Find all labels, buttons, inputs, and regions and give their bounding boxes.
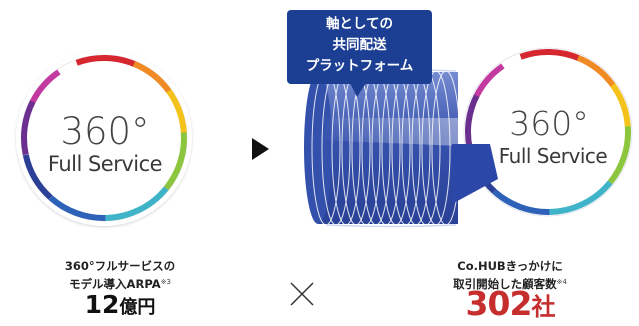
left-value-unit: 億円 <box>119 297 156 318</box>
left-caption-line-2: モデル導入ARPA※3 <box>35 274 205 292</box>
right-caption-line-2-text: 取引開始した顧客数 <box>453 277 557 291</box>
right-ring-graphic <box>452 44 636 220</box>
left-ring-title: 360° <box>60 110 150 153</box>
right-caption: Co.HUBきっかけに 取引開始した顧客数※4 <box>420 258 600 292</box>
callout-line-2: 共同配送 <box>332 37 387 53</box>
left-caption: 360°フルサービスの モデル導入ARPA※3 <box>35 258 205 292</box>
left-caption-note: ※3 <box>160 278 171 286</box>
right-caption-line-2: 取引開始した顧客数※4 <box>420 274 600 292</box>
stacked-rings-cylinder <box>304 68 461 228</box>
left-service-ring: 360° Full Service <box>0 18 210 238</box>
right-value-unit: 社 <box>531 293 555 321</box>
right-caption-line-1: Co.HUBきっかけに <box>457 259 563 273</box>
right-ring-subtitle: Full Service <box>498 144 608 168</box>
left-caption-line-1: 360°フルサービスの <box>64 259 176 273</box>
right-value-number: 302 <box>465 284 533 323</box>
left-ring-subtitle: Full Service <box>47 152 163 176</box>
right-value: 302社 <box>440 284 580 323</box>
platform-callout: 軸としての 共同配送 プラットフォーム <box>287 10 432 84</box>
play-arrow-icon <box>252 138 269 160</box>
callout-line-1: 軸としての <box>325 16 394 32</box>
left-value-number: 12 <box>84 290 120 319</box>
times-icon <box>290 282 314 306</box>
callout-tail <box>350 83 366 97</box>
left-ring-graphic <box>16 50 192 226</box>
right-ring-title: 360° <box>509 104 589 143</box>
left-value: 12億円 <box>60 290 180 319</box>
right-service-ring: 360° Full Service <box>452 34 639 234</box>
callout-line-3: プラットフォーム <box>305 58 414 74</box>
left-caption-line-2-text: モデル導入ARPA <box>69 277 161 291</box>
right-caption-note: ※4 <box>556 278 567 286</box>
